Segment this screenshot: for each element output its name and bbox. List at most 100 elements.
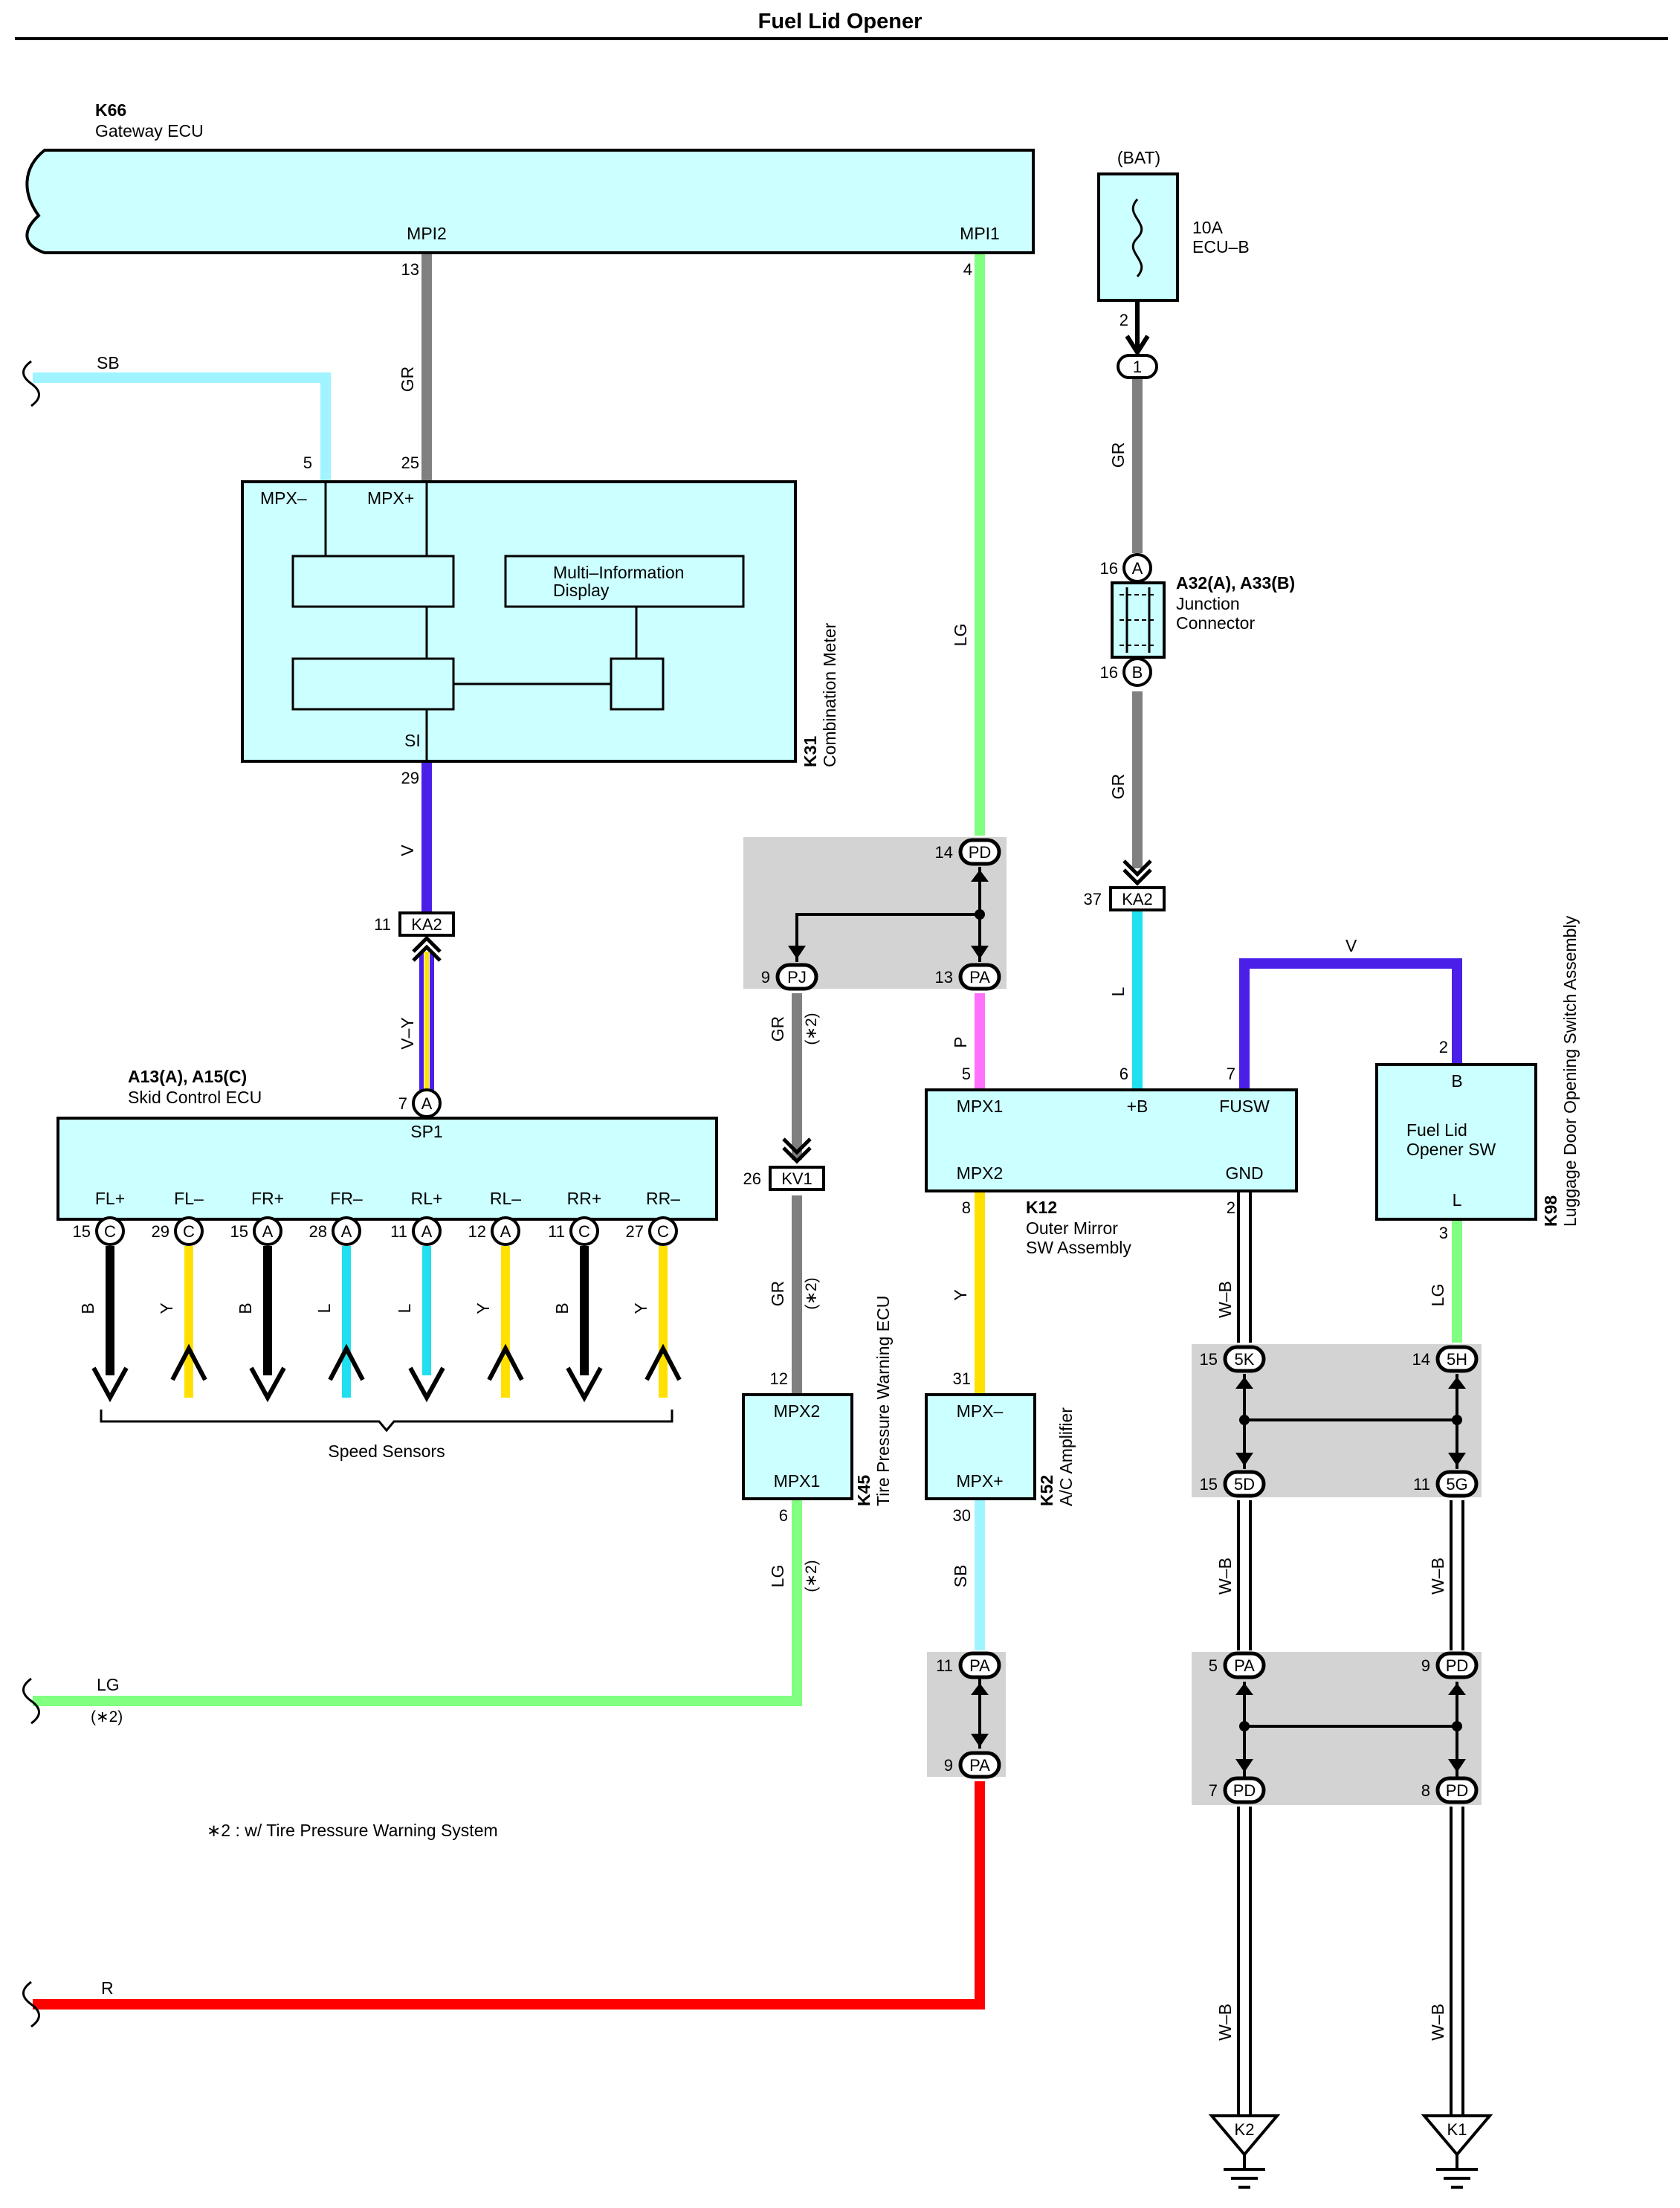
skid-pin-label: RR– <box>646 1189 680 1208</box>
connector-ka2-junction: KA2 37 <box>1084 859 1166 911</box>
skid-pin-label: FR+ <box>251 1189 284 1208</box>
k45-label-group: K45 Tire Pressure Warning ECU <box>854 1296 893 1506</box>
fuse-terminal <box>1117 354 1158 379</box>
connector-label: PA <box>969 968 990 987</box>
connector-num: 14 <box>935 843 953 862</box>
skid-pin-row: FL+C15BFL–C29YFR+A15BFR–A28LRL+A11LRL–A1… <box>73 1189 681 1314</box>
connector-label: PJ <box>787 968 807 987</box>
wire-label-gr-pj: GR <box>768 1016 787 1042</box>
jn-pa-dot-right <box>1452 1721 1462 1731</box>
wire-label-lg-k45: LG <box>768 1565 787 1588</box>
connector-label: PD <box>1446 1656 1469 1675</box>
skid-pin-conn <box>491 1216 520 1246</box>
fuse-pin-out: 2 <box>1120 311 1128 329</box>
k31-num-mpxm: 5 <box>303 453 312 472</box>
wire-label-wb-k1: W–B <box>1428 2004 1447 2041</box>
junction-pin-b <box>1122 657 1152 687</box>
skid-pin-num: 29 <box>152 1222 169 1241</box>
wire-label-gr-junction: GR <box>1108 774 1128 800</box>
speed-sensor-wires <box>91 1246 682 1403</box>
fuse-arrow <box>1125 335 1150 357</box>
skid-wire-label: Y <box>631 1302 650 1314</box>
connector-num: 7 <box>1209 1781 1218 1800</box>
wire-label-wb-5g: W–B <box>1428 1557 1447 1595</box>
skid-pin-conn <box>95 1216 125 1246</box>
wire-label-sb-top: SB <box>97 353 120 372</box>
skid-pin-conn-label: C <box>104 1222 116 1241</box>
k52-num-mpxm: 31 <box>953 1369 971 1388</box>
skid-pin-conn <box>332 1216 361 1246</box>
k31-id: K31 <box>801 736 820 767</box>
wire-label-l: L <box>1108 987 1128 996</box>
skid-pin-sp1: SP1 <box>410 1122 442 1141</box>
connector-jpd9: PD 9 <box>1421 1651 1479 1695</box>
connector-label: 5H <box>1447 1350 1467 1369</box>
k45-num-mpx2: 12 <box>770 1369 788 1388</box>
wire-label-lg-k98: LG <box>1428 1284 1447 1307</box>
connector-num: 13 <box>935 968 953 987</box>
jn-pa-dot-left <box>1239 1721 1250 1731</box>
connector-pa9: PA9 <box>944 1734 1001 1779</box>
k12-num-fusw: 7 <box>1227 1065 1235 1083</box>
skid-pin-label: FR– <box>330 1189 363 1208</box>
k31-name: Combination Meter <box>820 622 839 767</box>
wire-label-wb-gnd: W–B <box>1215 1281 1235 1318</box>
k45-pin-mpx2: MPX2 <box>774 1401 821 1421</box>
svg-text:26: 26 <box>743 1169 761 1188</box>
k12-pin-b: +B <box>1127 1097 1148 1116</box>
k52-pin-mpxm: MPX– <box>957 1401 1004 1421</box>
k52-pin-mpxp: MPX+ <box>956 1471 1003 1491</box>
k31-combination-meter-box <box>241 480 797 763</box>
k52-name: A/C Amplifier <box>1056 1407 1076 1506</box>
connector-num: 14 <box>1412 1350 1430 1369</box>
break-sb <box>22 360 40 407</box>
fuse-rating: 10A <box>1192 218 1224 237</box>
k66-id: K66 <box>95 100 126 120</box>
connector-jpd8: PD8 <box>1421 1759 1479 1804</box>
speed-sensors-label: Speed Sensors <box>328 1442 445 1461</box>
k12-num-mpx2: 8 <box>962 1198 971 1217</box>
k45-id: K45 <box>854 1475 873 1506</box>
k45-pin-mpx1: MPX1 <box>774 1471 821 1491</box>
k12-num-b: 6 <box>1120 1065 1128 1083</box>
connector-num: 9 <box>1421 1656 1430 1675</box>
break-lg <box>22 1677 40 1725</box>
k31-display-line2: Display <box>553 581 610 600</box>
wire-label-r: R <box>101 1978 114 1998</box>
k12-pin-mpx2: MPX2 <box>957 1163 1004 1183</box>
k52-id: K52 <box>1037 1475 1056 1506</box>
junction-pin-bot-num: 16 <box>1100 663 1118 682</box>
k52-label-group: K52 A/C Amplifier <box>1037 1407 1076 1506</box>
skid-pin-conn-label: A <box>341 1222 352 1241</box>
k98-pin-b: B <box>1451 1071 1462 1091</box>
break-r <box>22 1981 40 2028</box>
skid-pin-conn <box>648 1216 678 1246</box>
wire-label-gr-fuse: GR <box>1108 442 1128 468</box>
fuse-source: (BAT) <box>1117 148 1160 167</box>
skid-pin-num: 11 <box>548 1222 565 1241</box>
k66-gateway-ecu-box <box>25 149 1035 254</box>
wire-lg-k45 <box>33 1499 802 1706</box>
skid-pin-conn-label: A <box>421 1222 433 1241</box>
k31-pin-mpxm: MPX– <box>260 488 307 508</box>
junction-name2: Connector <box>1176 613 1255 633</box>
k52-ac-amplifier-box <box>925 1393 1036 1500</box>
ground-k2: K2 <box>1208 2114 1281 2189</box>
wire-note-lg-k45: (∗2) <box>803 1560 820 1592</box>
wire-note-gr-pj: (∗2) <box>803 1013 820 1045</box>
junction-pin-b-label: B <box>1132 663 1143 682</box>
k31-num-si: 29 <box>401 769 419 787</box>
skid-pin-conn-label: C <box>183 1222 195 1241</box>
wire-label-v-meter: V <box>398 845 417 856</box>
skid-wire-label: Y <box>157 1302 176 1314</box>
svg-text:KA2: KA2 <box>1122 890 1153 908</box>
k31-inner-block-1 <box>291 555 455 608</box>
k98-name: Luggage Door Opening Switch Assembly <box>1560 915 1580 1227</box>
skid-pin-conn <box>412 1216 442 1246</box>
k98-pin-l: L <box>1453 1190 1462 1210</box>
